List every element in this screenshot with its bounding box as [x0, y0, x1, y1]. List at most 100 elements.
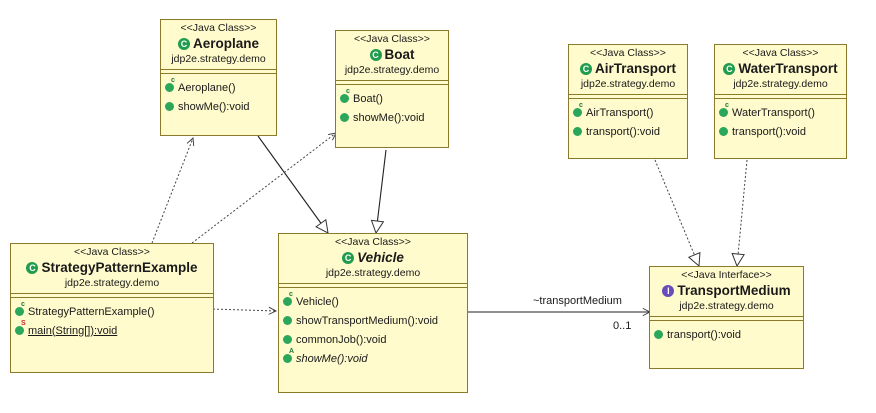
static-method-icon: S: [15, 320, 26, 335]
association-role-label: ~transportMedium: [533, 295, 622, 307]
class-name: StrategyPatternExample: [41, 260, 198, 275]
class-name: AirTransport: [594, 61, 676, 76]
compartment-divider: [569, 98, 687, 99]
method-item[interactable]: showMe():void: [165, 97, 276, 116]
member-signature: transport():void: [667, 328, 741, 341]
attributes-compartment: [161, 69, 276, 73]
example-uses-aeroplane: [151, 138, 193, 244]
member-signature: Vehicle(): [296, 295, 339, 308]
stereotype-label: <<Java Class>>: [335, 236, 411, 248]
stereotype-label: <<Java Class>>: [74, 246, 150, 258]
member-signature: AirTransport(): [586, 106, 654, 119]
member-signature: showMe():void: [296, 352, 368, 365]
method-item[interactable]: transport():void: [719, 122, 846, 141]
attributes-compartment: [569, 94, 687, 98]
operations-compartment: transport():void: [650, 321, 803, 346]
package-name: jdp2e.strategy.demo: [64, 277, 160, 289]
member-signature: commonJob():void: [296, 333, 387, 346]
class-name: Vehicle: [357, 250, 404, 265]
public-method-icon: [283, 316, 292, 325]
attributes-compartment: [11, 293, 213, 297]
class-name: Boat: [384, 47, 415, 62]
public-method-icon: [165, 102, 174, 111]
compartment-divider: [279, 287, 467, 288]
compartment-divider: [715, 98, 846, 99]
method-item[interactable]: showTransportMedium():void: [283, 311, 467, 330]
public-method-icon: [654, 330, 663, 339]
class-icon: C: [723, 63, 736, 75]
constructor-icon: c: [165, 77, 175, 92]
attributes-compartment: [279, 283, 467, 287]
constructor-icon: c: [283, 291, 293, 306]
member-signature: showMe():void: [353, 111, 425, 124]
constructor-icon: c: [15, 301, 25, 316]
example-uses-vehicle: [212, 309, 276, 311]
method-item[interactable]: transport():void: [654, 325, 803, 344]
boat-extends-vehicle: [376, 149, 387, 233]
stereotype-label: <<Java Class>>: [180, 22, 257, 34]
class-icon: C: [579, 63, 592, 75]
constructor-icon: c: [719, 102, 729, 117]
compartment-divider: [650, 320, 803, 321]
member-signature: Aeroplane(): [178, 81, 236, 94]
method-item[interactable]: commonJob():void: [283, 330, 467, 349]
package-name: jdp2e.strategy.demo: [171, 53, 266, 65]
member-signature: transport():void: [586, 125, 660, 138]
class-name: Aeroplane: [192, 36, 260, 51]
member-signature: Boat(): [353, 92, 383, 105]
class-icon: C: [369, 49, 382, 61]
airtransport-implements-transportmedium: [654, 159, 699, 266]
class-name: WaterTransport: [738, 61, 838, 76]
package-name: jdp2e.strategy.demo: [344, 64, 440, 76]
compartment-divider: [11, 297, 213, 298]
stereotype-label: <<Java Interface>>: [681, 269, 772, 281]
class-icon: C: [26, 262, 39, 274]
attributes-compartment: [336, 80, 448, 84]
package-name: jdp2e.strategy.demo: [679, 300, 774, 312]
stereotype-label: <<Java Class>>: [590, 47, 666, 59]
member-signature: showTransportMedium():void: [296, 314, 439, 327]
class-name: TransportMedium: [677, 283, 791, 298]
constructor-icon: c: [340, 88, 350, 103]
constructor-icon: c: [573, 102, 583, 117]
package-name: jdp2e.strategy.demo: [580, 78, 676, 90]
compartment-divider: [336, 84, 448, 85]
method-item[interactable]: showMe():void: [340, 108, 448, 127]
attributes-compartment: [650, 316, 803, 320]
method-item[interactable]: transport():void: [573, 122, 687, 141]
public-method-icon: [573, 127, 582, 136]
watertransport-implements-transportmedium: [737, 159, 748, 266]
attributes-compartment: [715, 94, 846, 98]
stereotype-label: <<Java Class>>: [742, 47, 819, 59]
